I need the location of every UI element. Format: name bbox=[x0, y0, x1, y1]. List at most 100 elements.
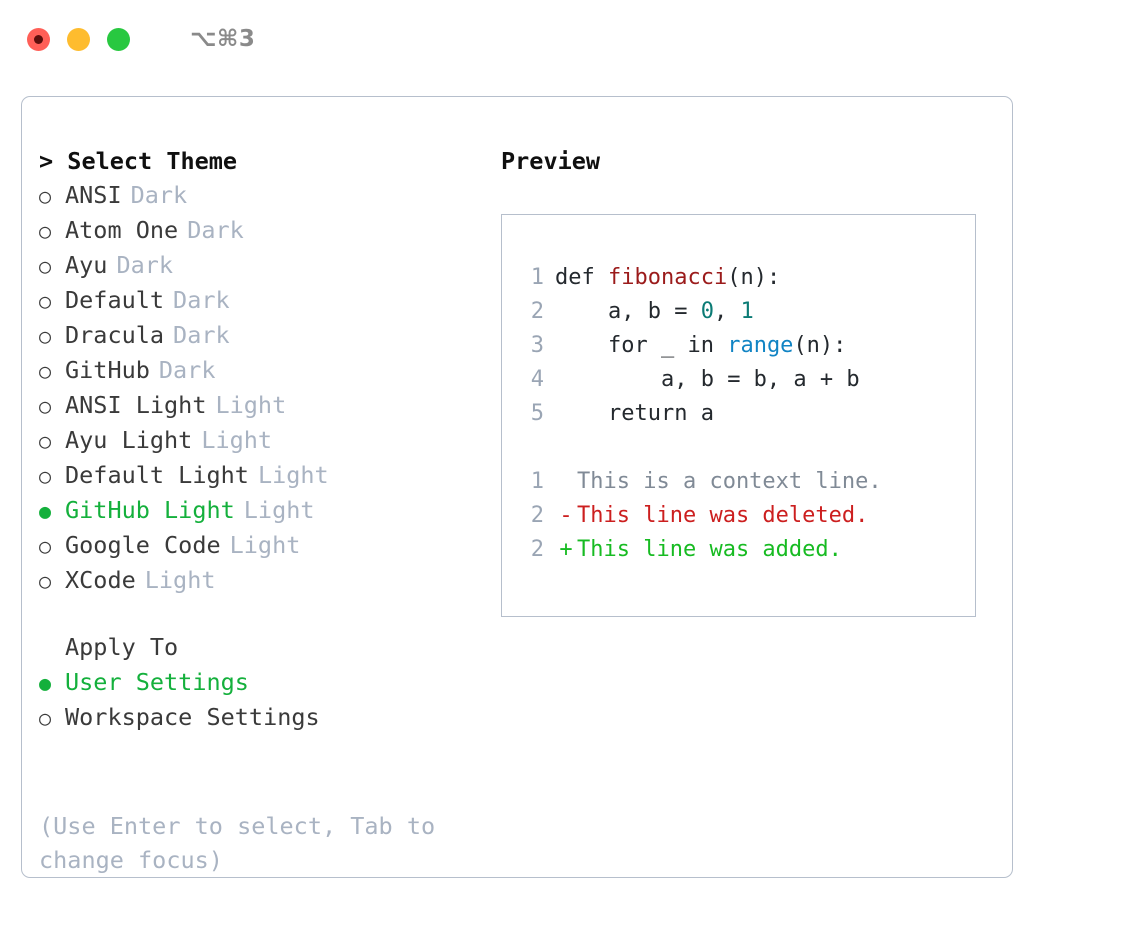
apply-to-header: Apply To bbox=[65, 633, 179, 661]
theme-variant-badge: Light bbox=[243, 496, 315, 524]
diff-line-text: This line was added. bbox=[577, 537, 842, 562]
close-button[interactable] bbox=[27, 27, 50, 51]
code-line: 4 a, b = b, a + b bbox=[520, 363, 975, 397]
code-token: a, b = bbox=[607, 299, 701, 324]
diff-line-text: This line was deleted. bbox=[577, 503, 869, 528]
diff-line-text: This is a context line. bbox=[577, 469, 882, 494]
radio-unselected-icon: ○ bbox=[39, 534, 52, 558]
radio-unselected-icon: ○ bbox=[39, 464, 52, 488]
theme-option-label: Google Code bbox=[65, 531, 221, 559]
code-line: 2 a, b = 0, 1 bbox=[520, 295, 975, 329]
radio-unselected-icon: ○ bbox=[39, 184, 52, 208]
recording-indicator-dot bbox=[34, 34, 43, 44]
diff-marker: - bbox=[559, 503, 573, 528]
theme-option-label: ANSI bbox=[65, 181, 122, 209]
theme-variant-badge: Dark bbox=[116, 251, 174, 279]
apply-to-section: ○ Apply To ●User Settings○Workspace Sett… bbox=[39, 630, 479, 735]
theme-option-ayu[interactable]: ○ Ayu Dark bbox=[39, 248, 479, 283]
radio-unselected-icon: ○ bbox=[39, 394, 52, 418]
code-indent bbox=[555, 397, 608, 431]
radio-unselected-icon: ○ bbox=[39, 569, 52, 593]
diff-line-add: 2 +This line was added. bbox=[520, 533, 975, 567]
apply-to-option-user-settings[interactable]: ● User Settings bbox=[39, 665, 479, 700]
theme-option-label: ANSI Light bbox=[65, 391, 207, 419]
theme-option-ansi-light[interactable]: ○ ANSI Light Light bbox=[39, 388, 479, 423]
code-line-number: 3 bbox=[530, 333, 544, 358]
theme-variant-badge: Light bbox=[144, 566, 216, 594]
title-bar: ⌥⌘3 bbox=[0, 0, 1140, 78]
code-token: (n): bbox=[727, 265, 781, 290]
code-token: 0 bbox=[700, 299, 714, 324]
radio-unselected-icon: ○ bbox=[39, 219, 52, 243]
minimize-button[interactable] bbox=[67, 27, 90, 51]
theme-variant-badge: Light bbox=[215, 391, 287, 419]
diff-line-del: 2-This line was deleted. bbox=[520, 499, 975, 533]
theme-option-label: Default bbox=[65, 286, 165, 314]
apply-to-option-label: Workspace Settings bbox=[65, 703, 320, 731]
diff-line-number: 1 bbox=[530, 469, 544, 494]
diff-marker bbox=[555, 465, 577, 499]
radio-selected-icon: ● bbox=[39, 499, 52, 523]
diff-marker: + bbox=[559, 537, 573, 562]
code-token: 1 bbox=[740, 299, 754, 324]
theme-variant-badge: Light bbox=[257, 461, 329, 489]
spacer-bullet: ○ bbox=[39, 631, 65, 665]
code-token: a, b = b, a + b bbox=[660, 367, 860, 392]
code-indent bbox=[555, 363, 661, 397]
code-token: fibonacci bbox=[607, 265, 728, 290]
diff-line-number: 2 bbox=[530, 537, 544, 562]
preview-title: Preview bbox=[501, 147, 601, 175]
code-token: range bbox=[727, 333, 794, 358]
theme-variant-badge: Dark bbox=[158, 356, 216, 384]
code-line-number: 4 bbox=[530, 367, 544, 392]
code-indent bbox=[555, 329, 608, 363]
theme-option-default[interactable]: ○ Default Dark bbox=[39, 283, 479, 318]
keyboard-shortcut-label: ⌥⌘3 bbox=[190, 26, 256, 52]
theme-option-label: Atom One bbox=[65, 216, 179, 244]
theme-option-label: Ayu Light bbox=[65, 426, 193, 454]
theme-option-github-light[interactable]: ● GitHub Light Light bbox=[39, 493, 479, 528]
radio-unselected-icon: ○ bbox=[39, 324, 52, 348]
diff-line-number: 2 bbox=[530, 503, 544, 528]
apply-to-option-label: User Settings bbox=[65, 668, 249, 696]
code-indent bbox=[555, 295, 608, 329]
theme-variant-badge: Dark bbox=[173, 286, 230, 314]
code-token: for _ in bbox=[607, 333, 728, 358]
radio-unselected-icon: ○ bbox=[39, 706, 52, 730]
theme-option-label: Default Light bbox=[65, 461, 249, 489]
theme-option-google-code[interactable]: ○ Google Code Light bbox=[39, 528, 479, 563]
radio-unselected-icon: ○ bbox=[39, 254, 52, 278]
code-token: def bbox=[555, 265, 608, 290]
theme-variant-badge: Dark bbox=[173, 321, 230, 349]
theme-option-dracula[interactable]: ○ Dracula Dark bbox=[39, 318, 479, 353]
apply-to-option-workspace-settings[interactable]: ○ Workspace Settings bbox=[39, 700, 479, 735]
code-token: return a bbox=[607, 401, 714, 426]
theme-option-label: Dracula bbox=[65, 321, 165, 349]
maximize-button[interactable] bbox=[107, 27, 130, 51]
help-hint-text: (Use Enter to select, Tab to change focu… bbox=[39, 812, 436, 874]
theme-option-label: XCode bbox=[65, 566, 136, 594]
radio-unselected-icon: ○ bbox=[39, 429, 52, 453]
theme-option-default-light[interactable]: ○ Default Light Light bbox=[39, 458, 479, 493]
code-line: 5 return a bbox=[520, 397, 975, 431]
theme-option-label: Ayu bbox=[65, 251, 108, 279]
code-token: (n): bbox=[793, 333, 847, 358]
theme-variant-badge: Light bbox=[229, 531, 301, 559]
theme-option-label: GitHub Light bbox=[65, 496, 235, 524]
apply-to-list: ● User Settings ○ Workspace Settings bbox=[39, 665, 479, 735]
diff-sample: 1 This is a context line. 2-This line was… bbox=[520, 465, 975, 567]
radio-unselected-icon: ○ bbox=[39, 289, 52, 313]
theme-option-xcode[interactable]: ○ XCode Light bbox=[39, 563, 479, 598]
select-theme-header: > Select Theme bbox=[39, 147, 238, 175]
radio-selected-icon: ● bbox=[39, 671, 52, 695]
